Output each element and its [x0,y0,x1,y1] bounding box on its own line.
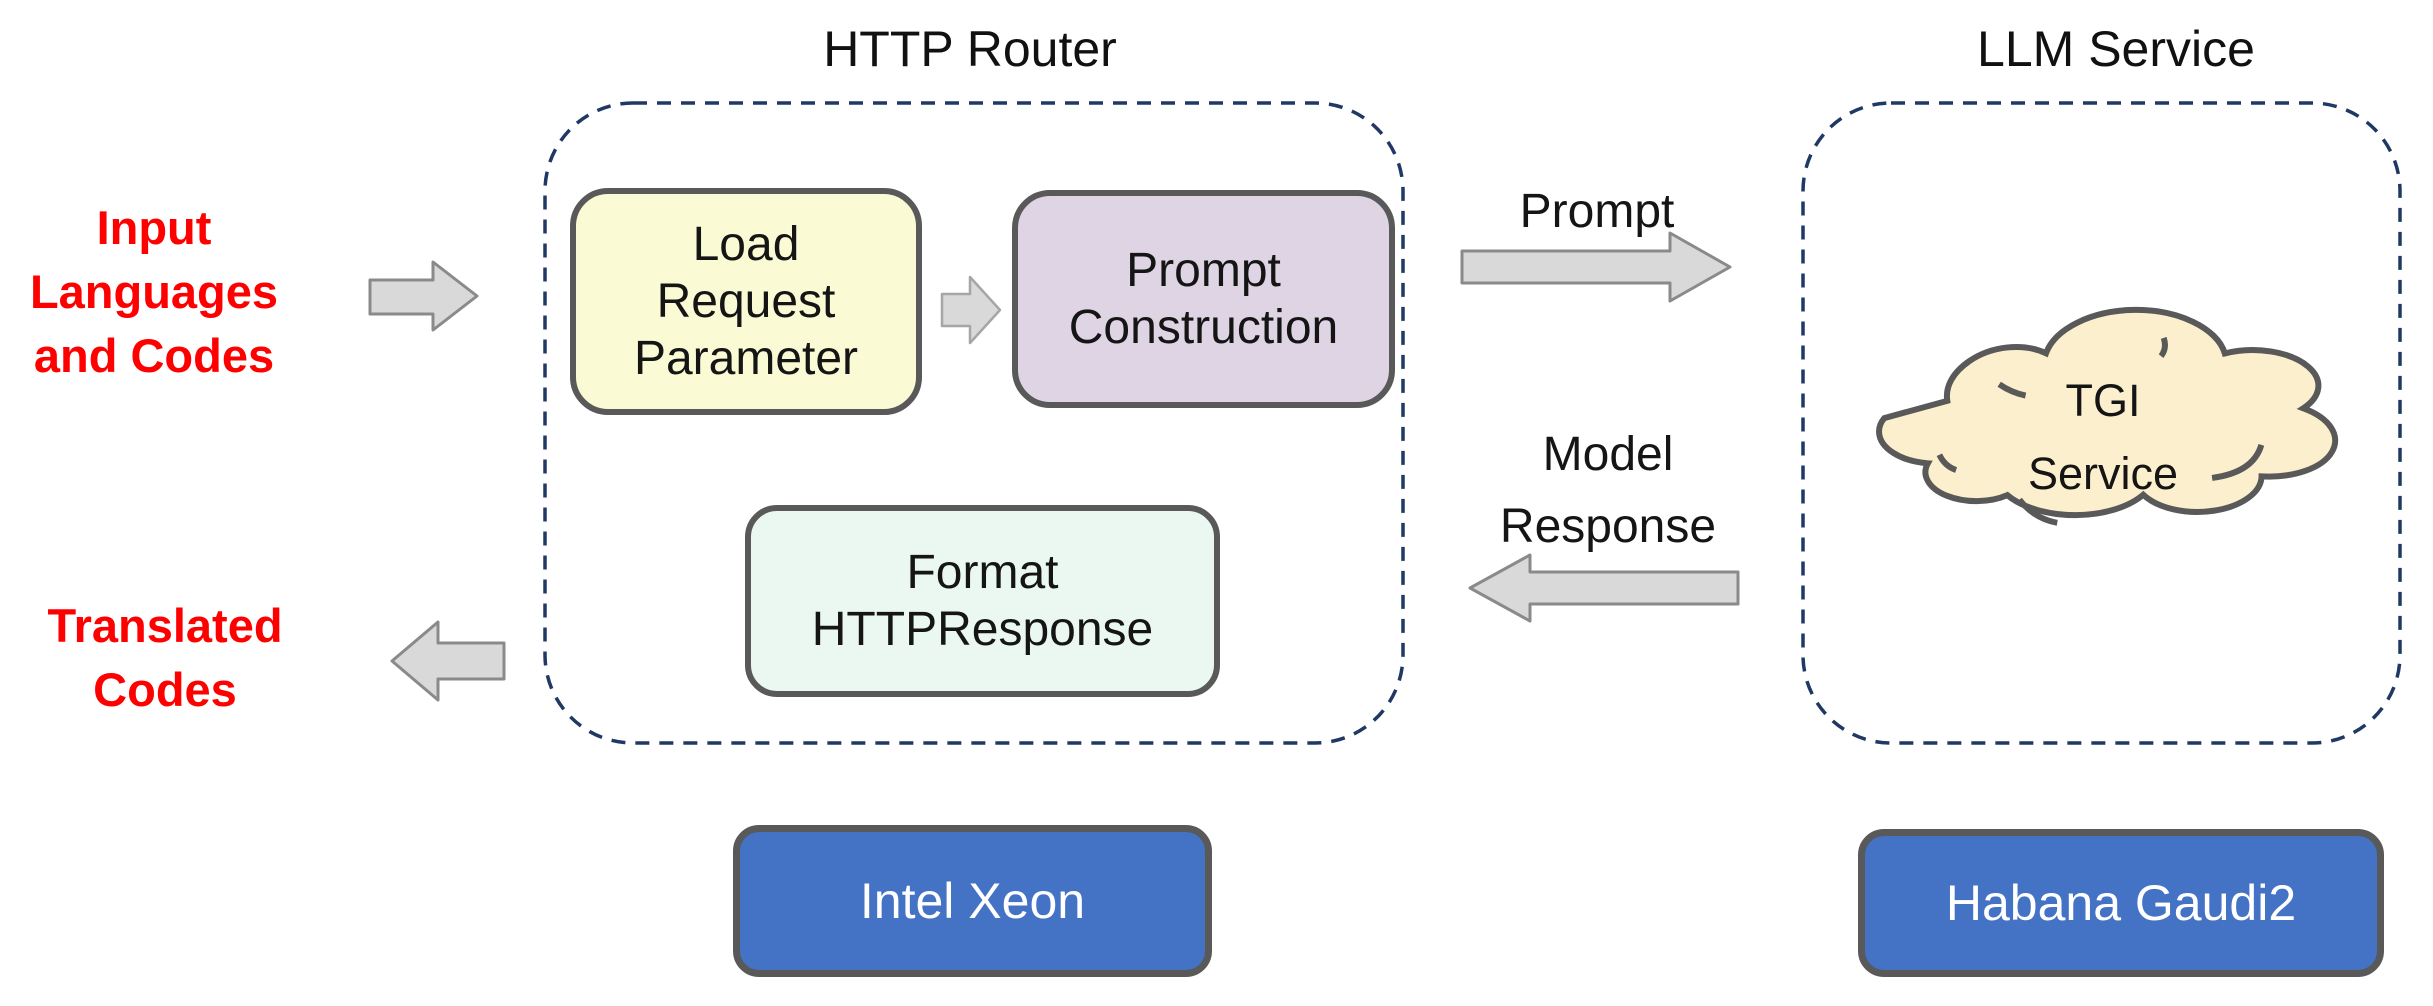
cloud-notch-right [2212,445,2261,478]
load-request-parameter-box: Load Request Parameter [570,188,922,415]
cloud-notch-bottom [2019,500,2057,523]
prompt-construction-box: Prompt Construction [1012,190,1395,408]
tgi-cloud [1879,310,2335,523]
output-arrow [390,620,506,702]
habana-gaudi2-label: Habana Gaudi2 [1945,875,2297,931]
model-response-flow-label: Model Response [1500,419,1716,563]
llm-service-title: LLM Service [1977,21,2255,77]
response-arrow [1468,553,1740,623]
input-label-line3: and Codes [33,329,275,382]
intel-xeon-box: Intel Xeon [733,825,1212,977]
habana-gaudi2-box: Habana Gaudi2 [1858,829,2384,977]
prompt-arrow [1460,231,1732,303]
cloud-notch-left [1939,455,1956,470]
tgi-service-cloud-label: TGI Service [1913,330,2293,543]
cloud-notch-top-left [1999,384,2025,395]
model-response-line2: Response [1499,500,1717,553]
input-label-line2: Languages [29,265,279,318]
format-box-line2: HTTPResponse [811,603,1154,656]
input-label: Input Languages and Codes [30,196,278,388]
llm-service-dashed-box [1801,101,2402,745]
input-label-line1: Input [96,201,212,254]
output-label-line2: Codes [93,663,237,716]
load-box-line2: Request [656,275,836,328]
input-arrow [368,260,479,332]
format-httpresponse-box: Format HTTPResponse [745,505,1220,697]
http-router-title: HTTP Router [823,21,1117,77]
prompt-box-line2: Construction [1068,301,1339,354]
prompt-flow-label: Prompt [1519,185,1675,238]
load-box-line3: Parameter [633,332,859,385]
step-arrow [940,275,1002,345]
cloud-line2: Service [2027,447,2179,499]
cloud-line1: TGI [2065,374,2141,426]
prompt-box-line1: Prompt [1126,244,1281,297]
output-label: Translated Codes [47,594,282,722]
cloud-notch-top [2161,338,2165,356]
output-label-line1: Translated [47,599,283,652]
cloud-outline [1879,310,2335,515]
load-box-line1: Load [692,218,800,271]
http-router-dashed-box [543,101,1405,745]
intel-xeon-label: Intel Xeon [859,873,1086,929]
format-box-line1: Format [906,546,1059,599]
model-response-line1: Model [1542,428,1674,481]
